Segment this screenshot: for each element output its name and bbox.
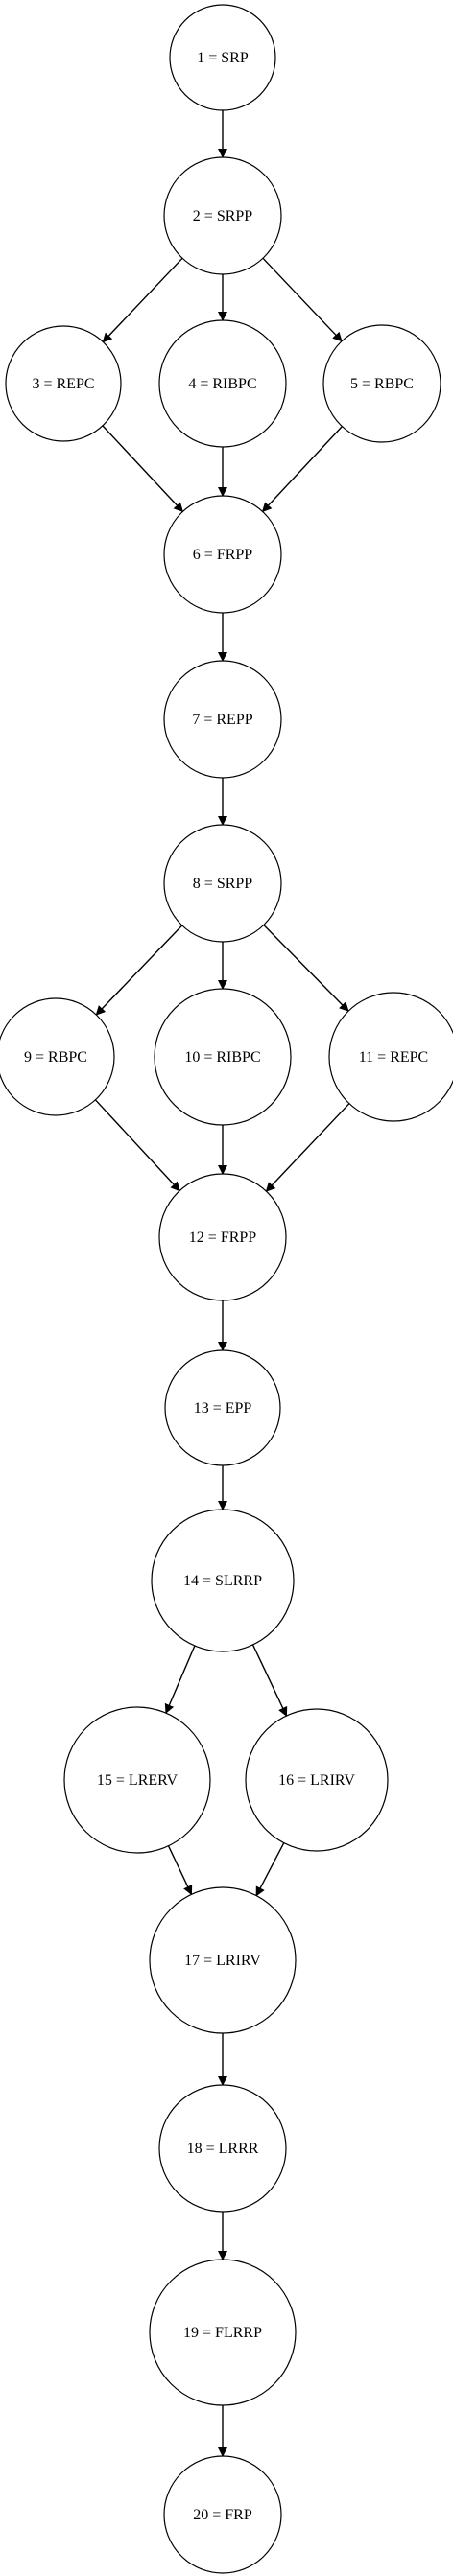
node-label: 8 = SRPP	[193, 876, 252, 892]
node-14: 14 = SLRRP	[151, 1509, 295, 1652]
edge-8-to-9	[95, 925, 183, 1016]
node-label: 7 = REPP	[192, 712, 252, 728]
node-8: 8 = SRPP	[163, 824, 282, 943]
node-circle	[163, 2455, 282, 2574]
node-circle	[158, 2084, 287, 2213]
node-circle	[149, 2259, 297, 2406]
node-circle	[149, 1886, 297, 2034]
node-10: 10 = RIBPC	[154, 988, 292, 1126]
node-15: 15 = LRERV	[63, 1706, 211, 1854]
node-label: 15 = LRERV	[97, 1772, 179, 1789]
node-16: 16 = LRIRV	[245, 1708, 389, 1852]
node-circle	[163, 824, 282, 943]
node-circle	[5, 325, 122, 442]
node-label: 17 = LRIRV	[184, 1953, 261, 1969]
node-label: 9 = RBPC	[24, 1049, 87, 1066]
node-circle	[322, 324, 441, 443]
node-circle	[163, 495, 282, 614]
node-18: 18 = LRRR	[158, 2084, 287, 2213]
edges-layer	[94, 110, 350, 2457]
edge-5-to-6	[261, 426, 343, 513]
node-label: 4 = RIBPC	[188, 376, 256, 392]
node-circle	[154, 988, 292, 1126]
node-circle	[169, 4, 276, 111]
node-label: 6 = FRPP	[193, 547, 252, 563]
node-circle	[163, 660, 282, 779]
node-label: 3 = REPC	[32, 376, 94, 392]
node-1: 1 = SRP	[169, 4, 276, 111]
node-label: 5 = RBPC	[350, 376, 414, 392]
node-6: 6 = FRPP	[163, 495, 282, 614]
node-label: 14 = SLRRP	[183, 1573, 262, 1589]
edge-16-to-17	[255, 1842, 285, 1897]
node-circle	[158, 1173, 287, 1301]
node-label: 16 = LRIRV	[278, 1772, 355, 1789]
node-5: 5 = RBPC	[322, 324, 441, 443]
node-20: 20 = FRP	[163, 2455, 282, 2574]
edge-2-to-5	[262, 257, 343, 342]
node-circle	[328, 992, 453, 1122]
node-circle	[163, 156, 282, 275]
node-4: 4 = RIBPC	[158, 319, 287, 448]
edge-14-to-16	[251, 1644, 288, 1718]
edge-11-to-12	[265, 1103, 350, 1192]
node-circle	[164, 1349, 281, 1466]
node-label: 13 = EPP	[194, 1400, 252, 1417]
node-17: 17 = LRIRV	[149, 1886, 297, 2034]
edge-8-to-11	[263, 925, 349, 1012]
nodes-layer: 1 = SRP 2 = SRPP 3 = REPC 4 = RIBPC 5 = RBPC…	[0, 4, 453, 2574]
node-label: 19 = FLRRP	[183, 2325, 262, 2341]
node-circle	[158, 319, 287, 448]
node-3: 3 = REPC	[5, 325, 122, 442]
edge-15-to-17	[167, 1845, 193, 1896]
node-11: 11 = REPC	[328, 992, 453, 1122]
node-label: 1 = SRP	[197, 50, 249, 66]
node-circle	[151, 1509, 295, 1652]
node-label: 2 = SRPP	[193, 208, 252, 224]
node-9: 9 = RBPC	[0, 997, 115, 1116]
node-7: 7 = REPP	[163, 660, 282, 779]
node-label: 11 = REPC	[359, 1049, 428, 1066]
edge-9-to-12	[94, 1099, 180, 1192]
node-circle	[0, 997, 115, 1116]
node-circle	[63, 1706, 211, 1854]
node-label: 18 = LRRR	[187, 2141, 259, 2157]
node-12: 12 = FRPP	[158, 1173, 287, 1301]
node-19: 19 = FLRRP	[149, 2259, 297, 2406]
edge-2-to-3	[102, 257, 183, 343]
node-label: 12 = FRPP	[189, 1229, 256, 1246]
edge-3-to-6	[102, 425, 184, 513]
node-circle	[245, 1708, 389, 1852]
node-13: 13 = EPP	[164, 1349, 281, 1466]
node-2: 2 = SRPP	[163, 156, 282, 275]
edge-14-to-15	[164, 1645, 196, 1715]
node-label: 10 = RIBPC	[184, 1049, 260, 1066]
node-label: 20 = FRP	[193, 2507, 252, 2523]
